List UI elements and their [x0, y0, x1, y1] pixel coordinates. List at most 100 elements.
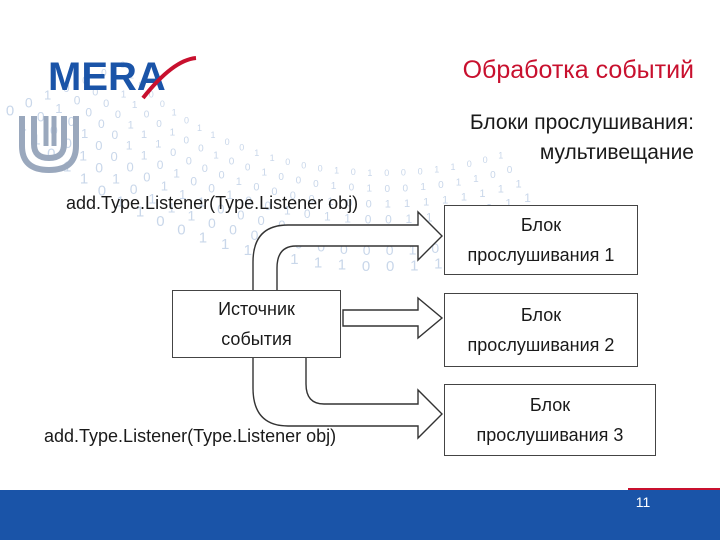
- binary-digit: 1: [136, 204, 144, 221]
- binary-digit: 1: [132, 100, 138, 111]
- binary-digit: 1: [385, 199, 391, 211]
- binary-digit: 0: [139, 80, 144, 90]
- binary-digit: 0: [278, 172, 284, 183]
- binary-digit: 1: [331, 181, 337, 192]
- binary-digit: 0: [296, 176, 302, 187]
- binary-digit: 0: [490, 170, 496, 181]
- binary-digit: 1: [173, 166, 180, 180]
- binary-digit: 0: [365, 212, 372, 226]
- binary-digit: 1: [80, 171, 88, 188]
- binary-digit: 0: [143, 169, 150, 184]
- binary-digit: 1: [197, 123, 202, 133]
- binary-digit: 1: [244, 242, 252, 259]
- binary-digit: 0: [95, 159, 103, 175]
- binary-digit: 1: [126, 139, 133, 153]
- binary-digit: 0: [313, 179, 319, 190]
- binary-digit: 1: [172, 107, 177, 117]
- binary-digit: 0: [6, 103, 14, 120]
- binary-digit: 1: [334, 166, 339, 176]
- binary-digit: 1: [434, 256, 442, 273]
- binary-digit: 1: [141, 149, 148, 163]
- binary-digit: 0: [318, 163, 323, 173]
- binary-digit: 0: [149, 90, 154, 100]
- add-listener-label-top: add.Type.Listener(Type.Listener obj): [66, 193, 359, 213]
- binary-digit: 1: [270, 153, 275, 163]
- binary-digit: 0: [202, 163, 208, 175]
- binary-digit: 1: [426, 210, 433, 224]
- binary-digit: 0: [362, 258, 370, 275]
- binary-digit: 1: [409, 242, 417, 258]
- binary-digit: 0: [237, 208, 244, 223]
- binary-digit: 0: [111, 149, 118, 164]
- binary-digit: 0: [385, 213, 392, 227]
- binary-digit: 1: [81, 126, 88, 141]
- binary-digit: 1: [338, 257, 346, 274]
- subtitle-line: мультивещание: [539, 141, 694, 164]
- binary-digit: 0: [170, 147, 176, 159]
- mera-logo: MERA: [48, 50, 198, 110]
- binary-digit: 0: [115, 109, 121, 121]
- binary-digit: 0: [156, 213, 164, 230]
- binary-digit: 0: [208, 215, 216, 231]
- binary-digit: 0: [301, 160, 306, 170]
- binary-digit: 0: [190, 174, 197, 188]
- listener-label: прослушивания 3: [476, 425, 624, 445]
- binary-digit: 1: [179, 187, 186, 202]
- logo-swoosh: [141, 56, 197, 100]
- binary-digit: 1: [367, 184, 373, 195]
- binary-digit: 1: [112, 171, 120, 187]
- listener-label: Блок: [520, 215, 562, 235]
- binary-digit: 0: [219, 170, 225, 182]
- binary-digit: 0: [25, 95, 33, 111]
- binary-digit: 0: [47, 145, 55, 162]
- binary-digit: 1: [284, 203, 291, 217]
- binary-digit: 0: [304, 207, 311, 221]
- binary-digit: 0: [346, 198, 352, 210]
- binary-digit: 1: [198, 195, 205, 210]
- binary-digit: 1: [128, 119, 134, 131]
- binary-digit: 0: [245, 163, 251, 174]
- binary-digit: 0: [309, 193, 315, 205]
- binary-digit: 0: [386, 258, 394, 275]
- binary-digit: 0: [120, 60, 125, 70]
- binary-digit: 1: [55, 101, 62, 116]
- binary-digit: 0: [92, 87, 98, 99]
- binary-digit: 1: [236, 176, 242, 188]
- binary-digit: 0: [184, 116, 189, 126]
- listener-box-1: Блок прослушивания 1: [444, 205, 638, 275]
- binary-digit: 0: [363, 242, 371, 258]
- binary-digit: 0: [431, 240, 439, 256]
- binary-digit: 1: [423, 197, 429, 209]
- binary-digit: 1: [324, 209, 331, 223]
- binary-digit: 0: [251, 227, 259, 243]
- binary-digit: 1: [420, 182, 426, 193]
- binary-digit: 0: [112, 128, 119, 142]
- binary-digit: 0: [198, 143, 204, 154]
- binary-digit: 1: [473, 174, 479, 185]
- binary-digit: 1: [434, 165, 439, 175]
- binary-digit: 0: [349, 183, 355, 194]
- binary-digit: 1: [406, 212, 413, 226]
- subtitle-line: Блоки прослушивания:: [469, 111, 694, 134]
- binary-digit: 1: [404, 198, 410, 210]
- binary-digit: 0: [225, 137, 230, 147]
- binary-digit: 0: [127, 160, 134, 175]
- binary-digit: 1: [442, 195, 448, 207]
- binary-digit: 1: [227, 188, 234, 202]
- listener-label: прослушивания 1: [467, 245, 615, 265]
- binary-digit: 1: [505, 197, 512, 211]
- add-listener-label-bottom: add.Type.Listener(Type.Listener obj): [44, 426, 337, 446]
- binary-digit: 0: [239, 143, 244, 153]
- binary-digit: 0: [98, 117, 105, 131]
- binary-digit: 0: [271, 186, 277, 198]
- binary-digit: 1: [116, 193, 124, 210]
- binary-digit: 1: [461, 192, 467, 204]
- binary-digit: 1: [199, 229, 207, 246]
- binary-digit: 1: [456, 177, 462, 188]
- arrow-to-listener-2: [342, 296, 444, 340]
- binary-digit: 1: [262, 168, 268, 179]
- arrow-to-listener-3: [252, 356, 443, 440]
- binary-digit: 1: [141, 129, 147, 141]
- binary-digit: 0: [130, 181, 138, 197]
- binary-digit: 1: [290, 251, 298, 268]
